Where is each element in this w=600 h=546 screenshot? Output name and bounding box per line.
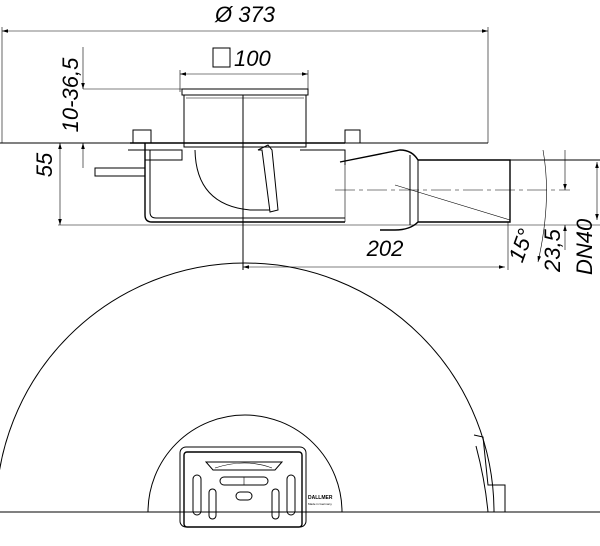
flange-outline xyxy=(0,262,495,513)
outlet-height-label: 23,5 xyxy=(540,228,565,273)
diameter-label: Ø 373 xyxy=(214,2,276,27)
grate-size-label: 100 xyxy=(234,46,271,71)
pipe-size-dimension: DN40 xyxy=(572,162,599,275)
body-height-dimension: 55 xyxy=(32,143,600,226)
outlet-length-label: 202 xyxy=(366,236,404,261)
height-range-label: 10-36,5 xyxy=(58,57,83,132)
grate xyxy=(183,451,303,528)
height-range-dimension: 10-36,5 xyxy=(58,47,182,168)
outlet-height-dimension: 23,5 xyxy=(540,150,567,273)
pipe-size-label: DN40 xyxy=(572,218,597,275)
outlet-length-dimension: 202 xyxy=(243,222,509,270)
logo-tagline: Made in Germany xyxy=(308,502,332,506)
diameter-dimension: Ø 373 xyxy=(1,2,489,143)
body-height-label: 55 xyxy=(32,152,57,177)
angle-label: 15° xyxy=(504,225,539,265)
plan-view: DALLMER Made in Germany xyxy=(0,262,600,528)
square-symbol-icon xyxy=(212,47,231,68)
grate-dimension: 100 xyxy=(179,46,309,92)
body-outline xyxy=(147,414,343,513)
drain-body-section xyxy=(94,88,600,270)
logo-brand: DALLMER xyxy=(308,495,333,501)
